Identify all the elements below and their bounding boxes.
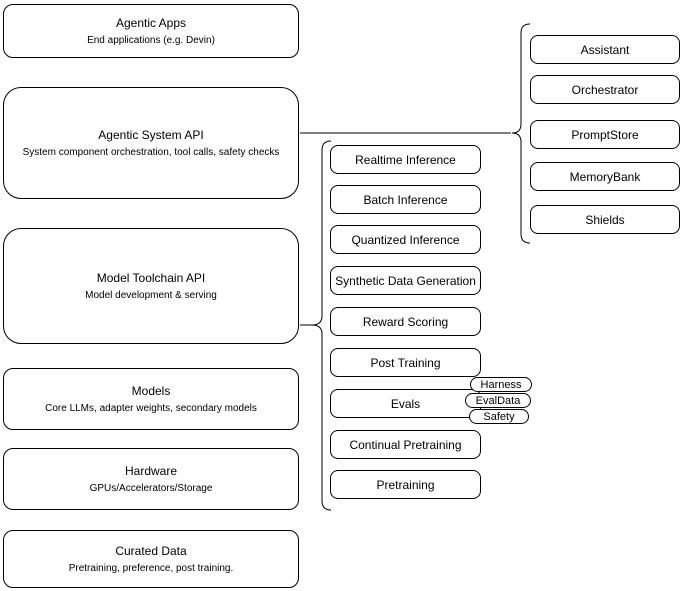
brace-system-components	[511, 23, 531, 244]
node-label: Pretraining	[376, 477, 435, 492]
pill-label: Harness	[480, 378, 522, 391]
node-memorybank: MemoryBank	[530, 162, 680, 191]
node-realtime-inference: Realtime Inference	[330, 145, 481, 174]
node-promptstore: PromptStore	[530, 120, 680, 149]
pill-label: EvalData	[475, 394, 521, 407]
node-title: Hardware	[124, 463, 178, 478]
node-evals: Evals	[330, 389, 481, 418]
pill-label: Safety	[483, 410, 515, 423]
node-subtitle: End applications (e.g. Devin)	[87, 34, 215, 46]
node-label: Post Training	[370, 355, 441, 370]
pill-harness: Harness	[470, 377, 532, 392]
node-hardware: Hardware GPUs/Accelerators/Storage	[3, 448, 299, 510]
node-curated-data: Curated Data Pretraining, preference, po…	[3, 530, 299, 588]
node-label: Quantized Inference	[351, 232, 460, 247]
pill-evaldata: EvalData	[465, 393, 531, 408]
node-subtitle: GPUs/Accelerators/Storage	[89, 482, 213, 494]
node-label: MemoryBank	[569, 169, 641, 184]
node-title: Agentic Apps	[115, 15, 187, 30]
brace-toolchain-items	[311, 140, 332, 511]
node-label: Reward Scoring	[362, 314, 449, 329]
node-reward-scoring: Reward Scoring	[330, 307, 481, 336]
node-label: PromptStore	[571, 127, 639, 142]
node-assistant: Assistant	[530, 35, 680, 64]
node-post-training: Post Training	[330, 348, 481, 377]
node-batch-inference: Batch Inference	[330, 185, 481, 214]
node-title: Models	[131, 383, 171, 398]
node-subtitle: Core LLMs, adapter weights, secondary mo…	[45, 402, 257, 414]
node-synthetic-data-generation: Synthetic Data Generation	[330, 266, 481, 295]
node-title: Model Toolchain API	[96, 270, 206, 285]
node-title: Agentic System API	[98, 127, 204, 142]
node-models: Models Core LLMs, adapter weights, secon…	[3, 368, 299, 430]
node-orchestrator: Orchestrator	[530, 75, 680, 104]
node-pretraining: Pretraining	[330, 470, 481, 499]
node-subtitle: System component orchestration, tool cal…	[22, 146, 280, 158]
node-agentic-apps: Agentic Apps End applications (e.g. Devi…	[3, 4, 299, 58]
node-subtitle: Model development & serving	[85, 289, 217, 301]
pill-safety: Safety	[469, 409, 529, 424]
node-label: Shields	[585, 212, 625, 227]
node-title: Curated Data	[115, 543, 187, 558]
node-label: Assistant	[580, 42, 630, 57]
node-label: Realtime Inference	[355, 152, 456, 167]
node-label: Continual Pretraining	[349, 437, 462, 452]
node-shields: Shields	[530, 205, 680, 234]
node-label: Synthetic Data Generation	[335, 273, 476, 288]
node-agentic-system-api: Agentic System API System component orch…	[3, 87, 299, 199]
node-quantized-inference: Quantized Inference	[330, 225, 481, 254]
node-label: Batch Inference	[363, 192, 448, 207]
node-subtitle: Pretraining, preference, post training.	[68, 562, 234, 574]
node-model-toolchain-api: Model Toolchain API Model development & …	[3, 228, 299, 344]
node-label: Evals	[390, 396, 421, 411]
node-label: Orchestrator	[571, 82, 639, 97]
node-continual-pretraining: Continual Pretraining	[330, 430, 481, 459]
